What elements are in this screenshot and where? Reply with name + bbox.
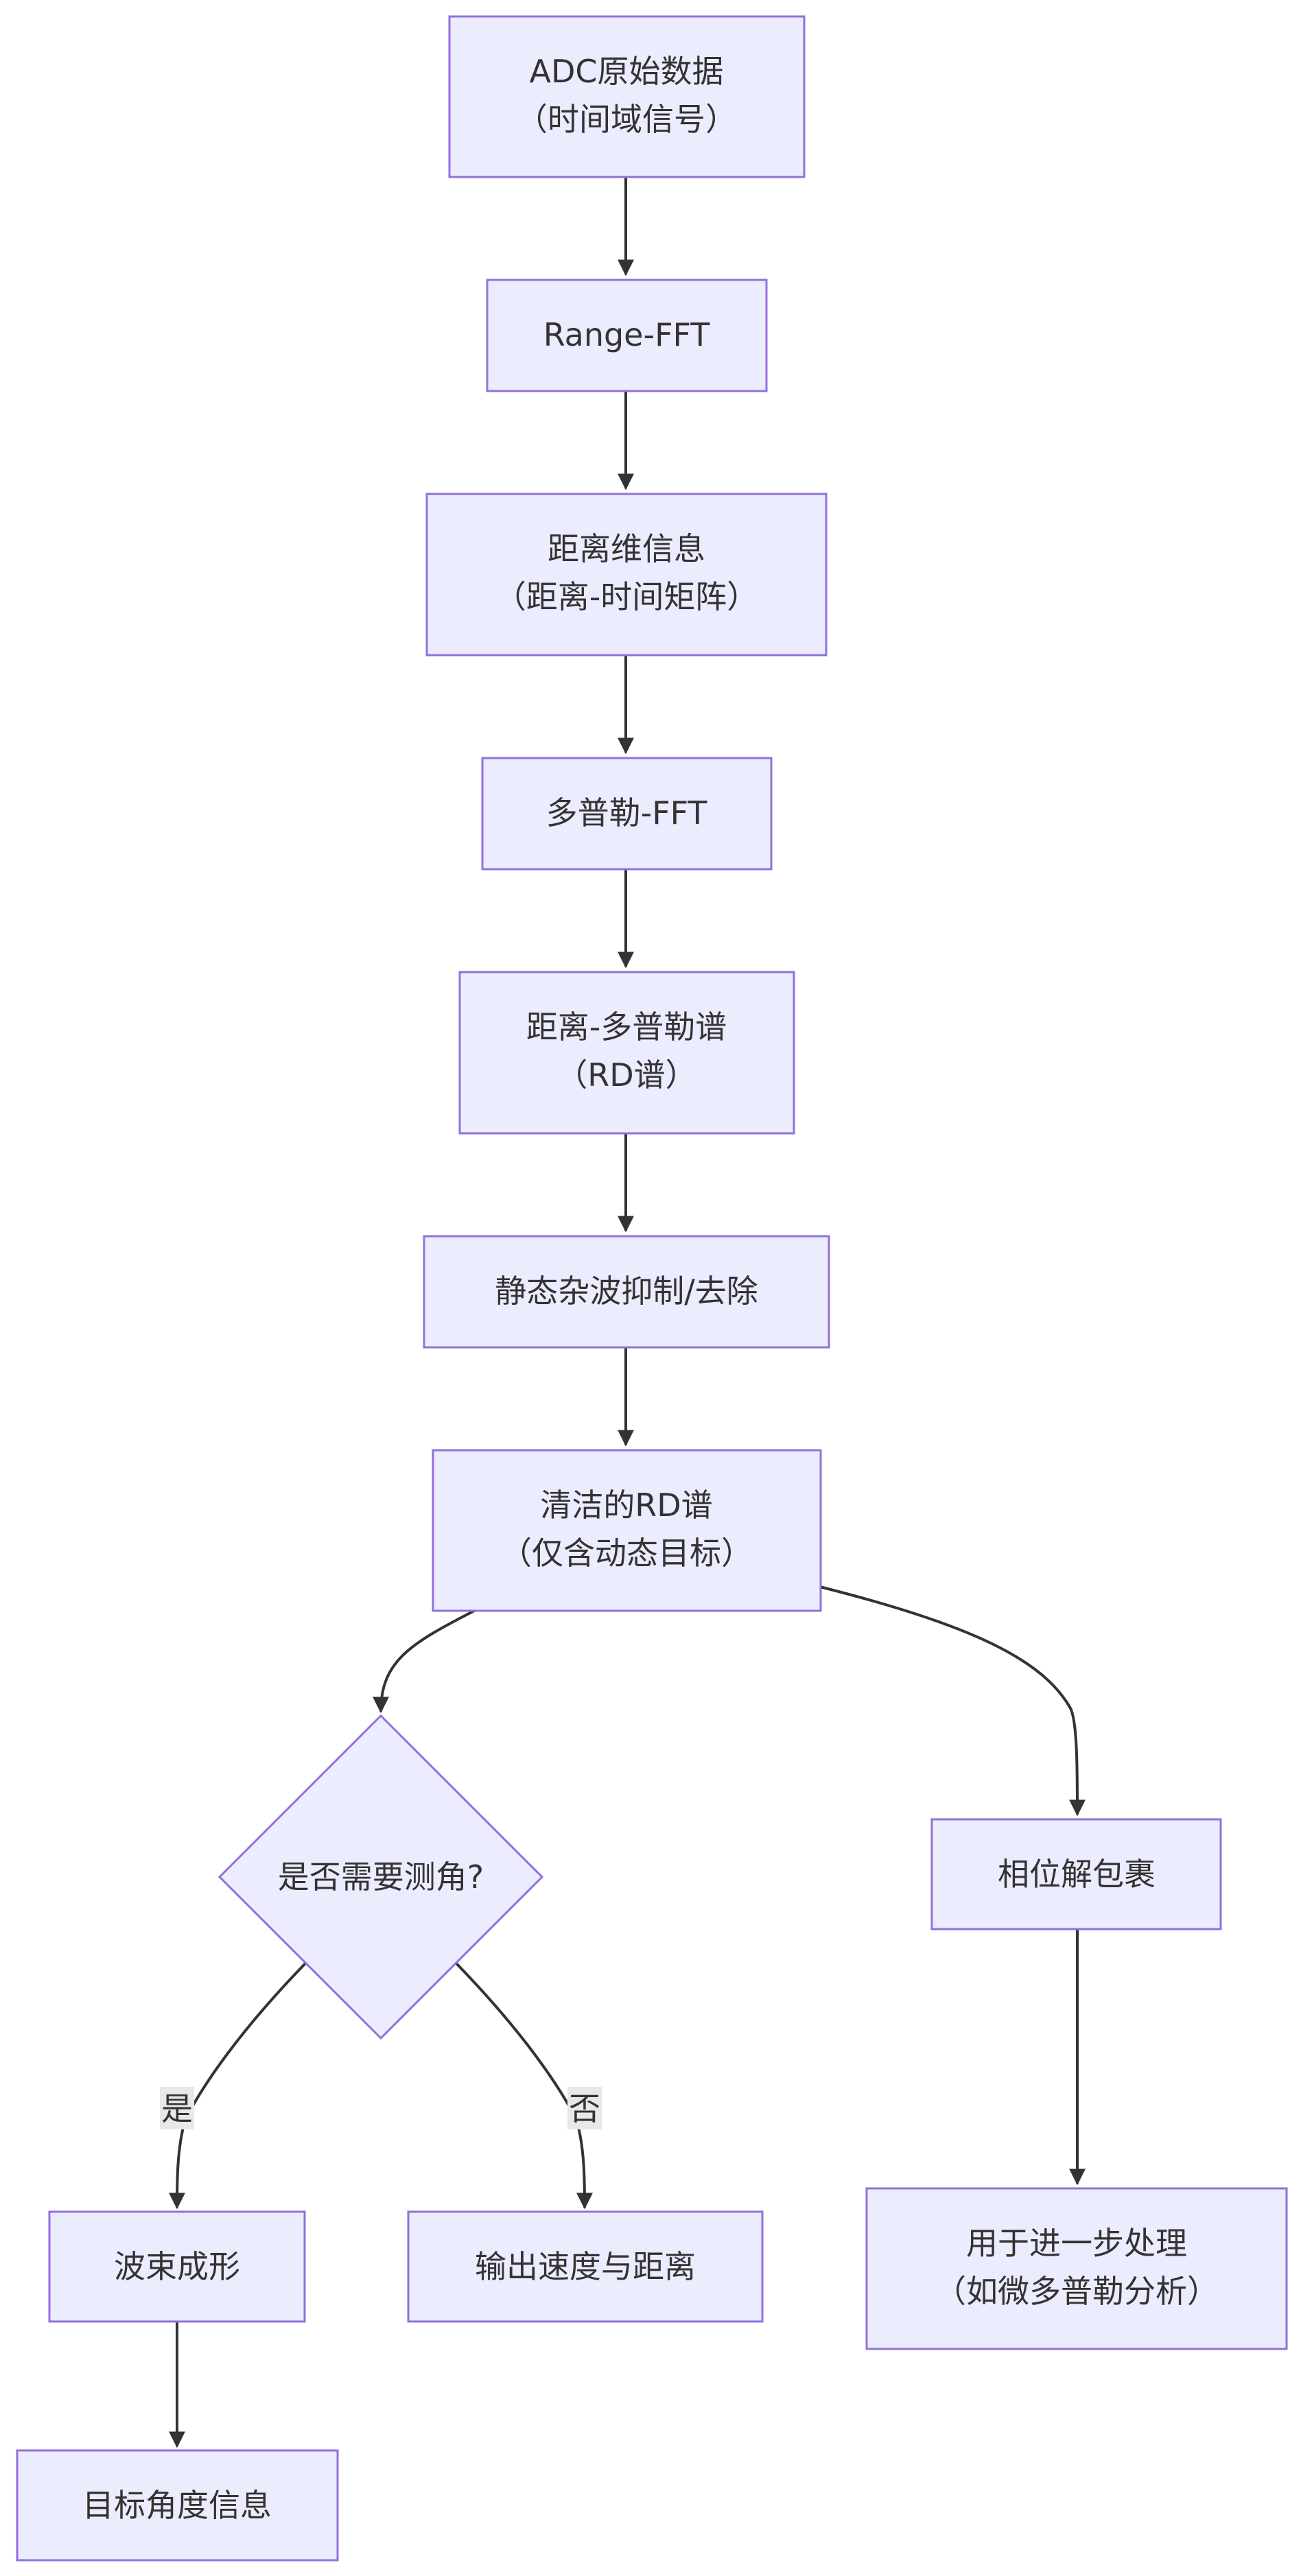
node-need-angle-label: 是否需要测角? <box>278 1858 484 1895</box>
node-clutter-suppression: 静态杂波抑制/去除 <box>423 1235 830 1349</box>
node-adc-raw-data: ADC原始数据 （时间域信号） <box>448 15 806 178</box>
edge-label-yes: 是 <box>160 2087 194 2129</box>
node-clutter-label: 静态杂波抑制/去除 <box>495 1273 758 1310</box>
node-range-info-line2: （距离-时间矩阵） <box>495 578 759 615</box>
node-further-line2: （如微多普勒分析） <box>935 2273 1219 2310</box>
edge-label-no-text: 否 <box>569 2090 600 2127</box>
node-further-line1: 用于进一步处理 <box>966 2225 1187 2262</box>
node-rd-spectrum: 距离-多普勒谱 （RD谱） <box>458 971 795 1135</box>
node-output-label: 输出速度与距离 <box>475 2248 696 2285</box>
node-range-info-line1: 距离维信息 <box>548 530 705 567</box>
edge-label-yes-text: 是 <box>161 2090 193 2127</box>
node-further-processing: 用于进一步处理 （如微多普勒分析） <box>865 2187 1288 2350</box>
node-output-velocity-range: 输出速度与距离 <box>407 2210 764 2323</box>
edge-need-angle-to-output <box>455 1962 593 2210</box>
node-rd-spectrum-line1: 距离-多普勒谱 <box>526 1008 727 1045</box>
node-angle-info-label: 目标角度信息 <box>82 2487 272 2524</box>
edge-need-angle-to-beamforming <box>169 1962 307 2210</box>
node-clean-rd-line1: 清洁的RD谱 <box>540 1487 712 1524</box>
node-rd-spectrum-line2: （RD谱） <box>556 1056 696 1094</box>
node-beamforming: 波束成形 <box>48 2210 306 2323</box>
node-doppler-fft-label: 多普勒-FFT <box>546 794 708 831</box>
node-doppler-fft: 多普勒-FFT <box>481 757 773 871</box>
edge-clean-rd-to-need-angle <box>373 1608 478 1714</box>
node-range-fft: Range-FFT <box>486 279 768 392</box>
edge-label-no: 否 <box>567 2087 602 2129</box>
node-adc-line2: （时间域信号） <box>516 101 737 138</box>
node-need-angle-decision: 是否需要测角? <box>218 1714 544 2040</box>
node-clean-rd-line2: （仅含动态目标） <box>500 1535 753 1572</box>
node-phase-unwrap-label: 相位解包裹 <box>998 1856 1156 1893</box>
node-clean-rd-spectrum: 清洁的RD谱 （仅含动态目标） <box>432 1449 822 1612</box>
node-range-fft-label: Range-FFT <box>543 316 711 353</box>
node-angle-info: 目标角度信息 <box>16 2449 339 2562</box>
edge-clean-rd-to-phase-unwrap <box>819 1585 1086 1817</box>
node-adc-line1: ADC原始数据 <box>529 53 723 90</box>
node-range-info: 距离维信息 （距离-时间矩阵） <box>425 493 828 657</box>
node-beamforming-label: 波束成形 <box>114 2248 240 2285</box>
node-phase-unwrap: 相位解包裹 <box>930 1818 1222 1930</box>
